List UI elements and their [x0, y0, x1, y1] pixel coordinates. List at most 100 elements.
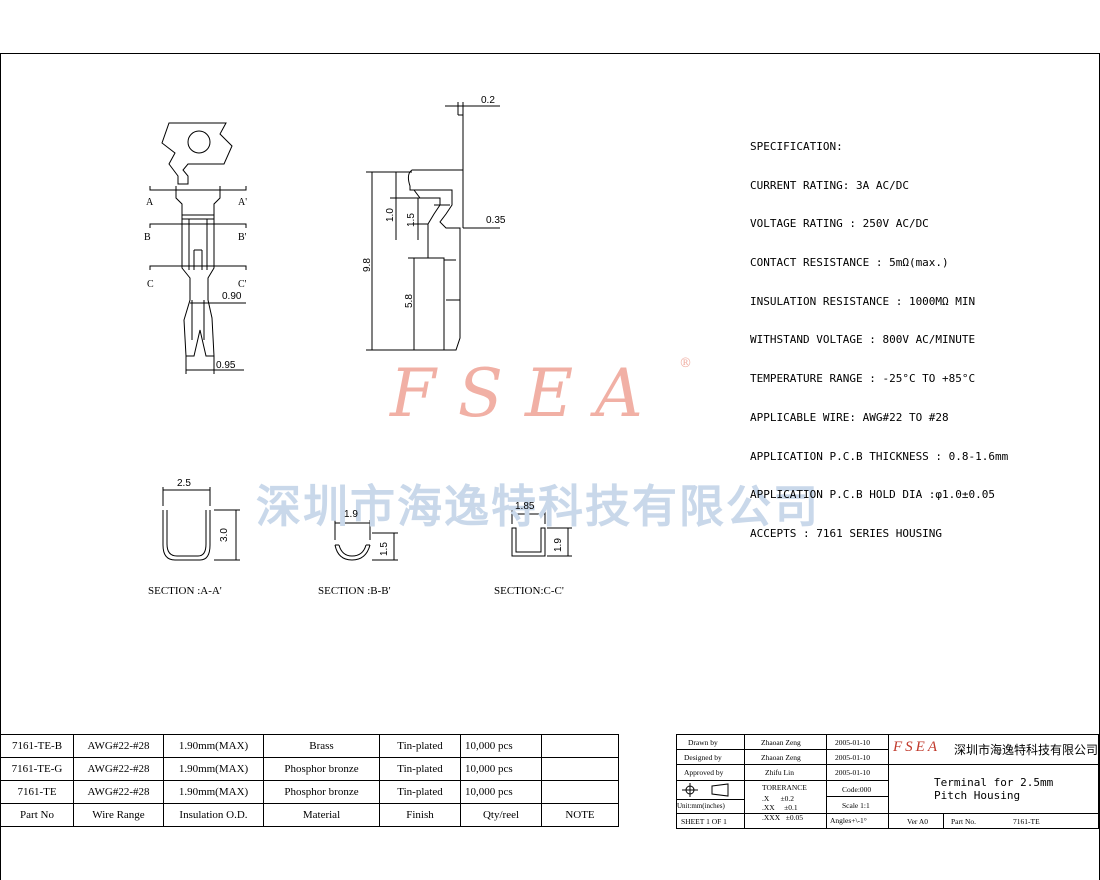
- section-b-width: 1.9: [344, 509, 358, 520]
- dim-height-1-5: 1.5: [406, 213, 417, 227]
- dim-lower-height: 5.8: [404, 294, 415, 308]
- tolerance-xxx: .XXX ±0.05: [762, 813, 803, 822]
- spec-line: WITHSTAND VOLTAGE : 800V AC/MINUTE: [750, 333, 976, 347]
- dim-width-0-95: 0.95: [216, 360, 236, 371]
- spec-line: ACCEPTS : 7161 SERIES HOUSING: [750, 527, 943, 540]
- section-c-width: 1.85: [515, 501, 535, 512]
- table-header-cell: Insulation O.D.: [163, 803, 264, 827]
- title-block-company: 深圳市海逸特科技有限公司: [954, 743, 1099, 757]
- scale-value: Scale 1:1: [842, 801, 870, 810]
- watermark-brand: FSEA: [390, 355, 665, 432]
- table-cell: [541, 780, 619, 804]
- table-cell: Tin-plated: [379, 780, 461, 804]
- section-a-width: 2.5: [177, 478, 191, 489]
- table-header-cell: Wire Range: [73, 803, 164, 827]
- title-block-lines: [676, 734, 1099, 829]
- table-cell: Tin-plated: [379, 757, 461, 781]
- spec-line: CONTACT RESISTANCE : 5mΩ(max.): [750, 255, 949, 269]
- title-block-logo: FSEA: [893, 739, 940, 755]
- spec-line: APPLICATION P.C.B HOLD DIA :φ1.0±0.05: [750, 488, 996, 502]
- table-cell: 1.90mm(MAX): [163, 780, 264, 804]
- table-cell: 10,000 pcs: [460, 734, 542, 758]
- tolerance-xx: .XX ±0.1: [762, 803, 798, 812]
- table-cell: Phosphor bronze: [263, 757, 380, 781]
- section-mark-a: A: [146, 197, 154, 208]
- table-cell: [541, 757, 619, 781]
- section-mark-c: C: [147, 279, 154, 290]
- drawing-title-line2: Pitch Housing: [934, 789, 1021, 802]
- spec-line: TEMPERATURE RANGE : -25°C TO +85°C: [750, 372, 976, 386]
- section-a-label: SECTION :A-A': [148, 585, 222, 597]
- part-no-label: Part No.: [951, 817, 976, 826]
- parts-table: 7161-TE-B AWG#22-#28 1.90mm(MAX) Brass T…: [0, 734, 619, 827]
- specification-block: SPECIFICATION: CURRENT RATING: 3A AC/DC …: [750, 115, 1008, 567]
- designed-date: 2005-01-10: [835, 753, 870, 762]
- section-a-view: [162, 487, 240, 561]
- table-cell: AWG#22-#28: [73, 734, 164, 758]
- table-cell: 10,000 pcs: [460, 780, 542, 804]
- section-b-label: SECTION :B-B': [318, 585, 391, 597]
- spec-line: SPECIFICATION:: [750, 139, 843, 153]
- drawn-label: Drawn by: [688, 738, 718, 747]
- tolerance-label: TORERANCE: [762, 783, 807, 792]
- dim-height-1-0: 1.0: [385, 208, 396, 222]
- table-cell: 10,000 pcs: [460, 757, 542, 781]
- code-value: Code:000: [842, 785, 872, 794]
- spec-line: INSULATION RESISTANCE : 1000MΩ MIN: [750, 294, 976, 308]
- table-cell: 1.90mm(MAX): [163, 734, 264, 758]
- table-cell: 7161-TE: [0, 780, 74, 804]
- sheet-value: SHEET 1 OF 1: [681, 817, 727, 826]
- section-mark-b-prime: B': [238, 232, 247, 243]
- table-header-row: Part No Wire Range Insulation O.D. Mater…: [0, 803, 619, 827]
- section-a-height: 3.0: [219, 528, 230, 542]
- drawn-name: Zhaoan Zeng: [761, 738, 801, 747]
- table-cell: 7161-TE-B: [0, 734, 74, 758]
- dim-total-height: 9.8: [362, 258, 373, 272]
- section-mark-b: B: [144, 232, 151, 243]
- table-cell: AWG#22-#28: [73, 757, 164, 781]
- drawn-date: 2005-01-10: [835, 738, 870, 747]
- section-c-height: 1.9: [553, 538, 564, 552]
- table-cell: [541, 734, 619, 758]
- table-header-cell: NOTE: [541, 803, 619, 827]
- section-c-view: [511, 510, 572, 557]
- table-row: 7161-TE-G AWG#22-#28 1.90mm(MAX) Phospho…: [0, 757, 619, 781]
- table-cell: Brass: [263, 734, 380, 758]
- watermark-company: 深圳市海逸特科技有限公司: [256, 480, 821, 533]
- dim-thickness: 0.35: [486, 215, 506, 226]
- section-mark-c-prime: C': [238, 279, 247, 290]
- table-cell: Phosphor bronze: [263, 780, 380, 804]
- table-cell: 1.90mm(MAX): [163, 757, 264, 781]
- units-value: Unit:mm(inches): [677, 802, 725, 810]
- front-view: [149, 122, 247, 374]
- tolerance-x: .X ±0.2: [762, 794, 795, 803]
- table-header-cell: Part No: [0, 803, 74, 827]
- approved-date: 2005-01-10: [835, 768, 870, 777]
- section-b-view: [334, 520, 398, 561]
- table-cell: 7161-TE-G: [0, 757, 74, 781]
- section-mark-a-prime: A': [238, 197, 248, 208]
- designed-label: Designed by: [684, 753, 722, 762]
- table-cell: AWG#22-#28: [73, 780, 164, 804]
- part-no-value: 7161-TE: [1013, 817, 1040, 826]
- table-cell: Tin-plated: [379, 734, 461, 758]
- spec-line: APPLICATION P.C.B THICKNESS : 0.8-1.6mm: [750, 449, 1009, 463]
- drawing-title-line1: Terminal for 2.5mm: [934, 776, 1054, 789]
- table-header-cell: Material: [263, 803, 380, 827]
- table-row: 7161-TE AWG#22-#28 1.90mm(MAX) Phosphor …: [0, 780, 619, 804]
- dim-width-0-90: 0.90: [222, 291, 242, 302]
- dim-top-width: 0.2: [481, 95, 495, 106]
- spec-line: APPLICABLE WIRE: AWG#22 TO #28: [750, 410, 949, 424]
- approved-name: Zhifu Lin: [765, 768, 794, 777]
- spec-line: CURRENT RATING: 3A AC/DC: [750, 178, 909, 192]
- side-view: [366, 102, 500, 351]
- watermark-registered-mark: ®: [679, 356, 692, 371]
- spec-line: VOLTAGE RATING : 250V AC/DC: [750, 217, 929, 231]
- angles-value: Angles+\-1°: [830, 816, 867, 825]
- designed-name: Zhaoan Zeng: [761, 753, 801, 762]
- table-header-cell: Finish: [379, 803, 461, 827]
- table-row: 7161-TE-B AWG#22-#28 1.90mm(MAX) Brass T…: [0, 734, 619, 758]
- version-value: Ver A0: [907, 817, 929, 826]
- section-c-label: SECTION:C-C': [494, 585, 564, 597]
